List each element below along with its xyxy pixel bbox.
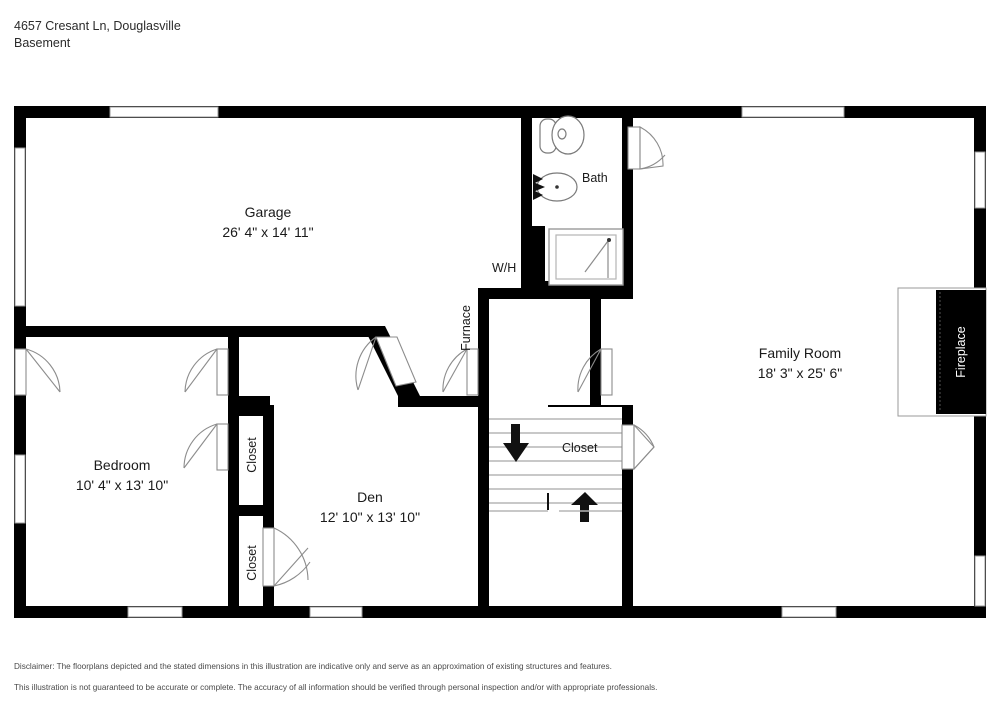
wall-bath-right: [622, 106, 633, 292]
door-mech-right: [577, 348, 613, 396]
wall-mech-top: [478, 288, 633, 299]
wall-stairs-right: [622, 407, 633, 618]
door-bedroom-hall: [184, 348, 229, 396]
plan-header: 4657 Cresant Ln, Douglasville Basement: [14, 18, 181, 52]
wall-stub-closet: [228, 396, 270, 406]
door-hall-angled: [355, 336, 417, 391]
floor-fill: [14, 106, 986, 618]
toilet-fixture: [539, 115, 585, 155]
wall-closet-divider: [228, 505, 274, 516]
disclaimer-line-2: This illustration is not guaranteed to b…: [14, 683, 658, 692]
wall-jog-horizontal: [398, 396, 480, 407]
property-address: 4657 Cresant Ln, Douglasville: [14, 19, 181, 33]
wall-mech-right: [590, 288, 601, 408]
wall-garage-bath: [521, 106, 532, 292]
staircase: [489, 407, 622, 511]
door-bedroom-entry: [14, 348, 61, 396]
sink-fixture: [533, 172, 578, 202]
wall-bedroom-right: [228, 326, 239, 618]
exterior-windows: [14, 106, 986, 618]
disclaimer-line-1: Disclaimer: The floorplans depicted and …: [14, 662, 612, 671]
door-mech-left: [442, 348, 479, 396]
wall-bath-bottom: [521, 281, 633, 292]
wall-den-right: [478, 407, 489, 618]
stairs-down-arrow: [503, 424, 529, 462]
wall-garage-lower: [14, 326, 374, 337]
wall-mech-left: [478, 288, 489, 408]
door-closet-stairs: [621, 424, 655, 471]
fireplace-block: [897, 287, 987, 417]
shower-fixture: [548, 228, 624, 286]
disclaimer: Disclaimer: The floorplans depicted and …: [14, 661, 914, 703]
floor-level: Basement: [14, 36, 71, 50]
door-closet-lower: [262, 527, 311, 587]
shower-wall-block: [523, 226, 545, 290]
door-closet-upper: [183, 423, 229, 471]
door-bath: [627, 126, 666, 170]
wall-closet-top: [228, 405, 274, 416]
